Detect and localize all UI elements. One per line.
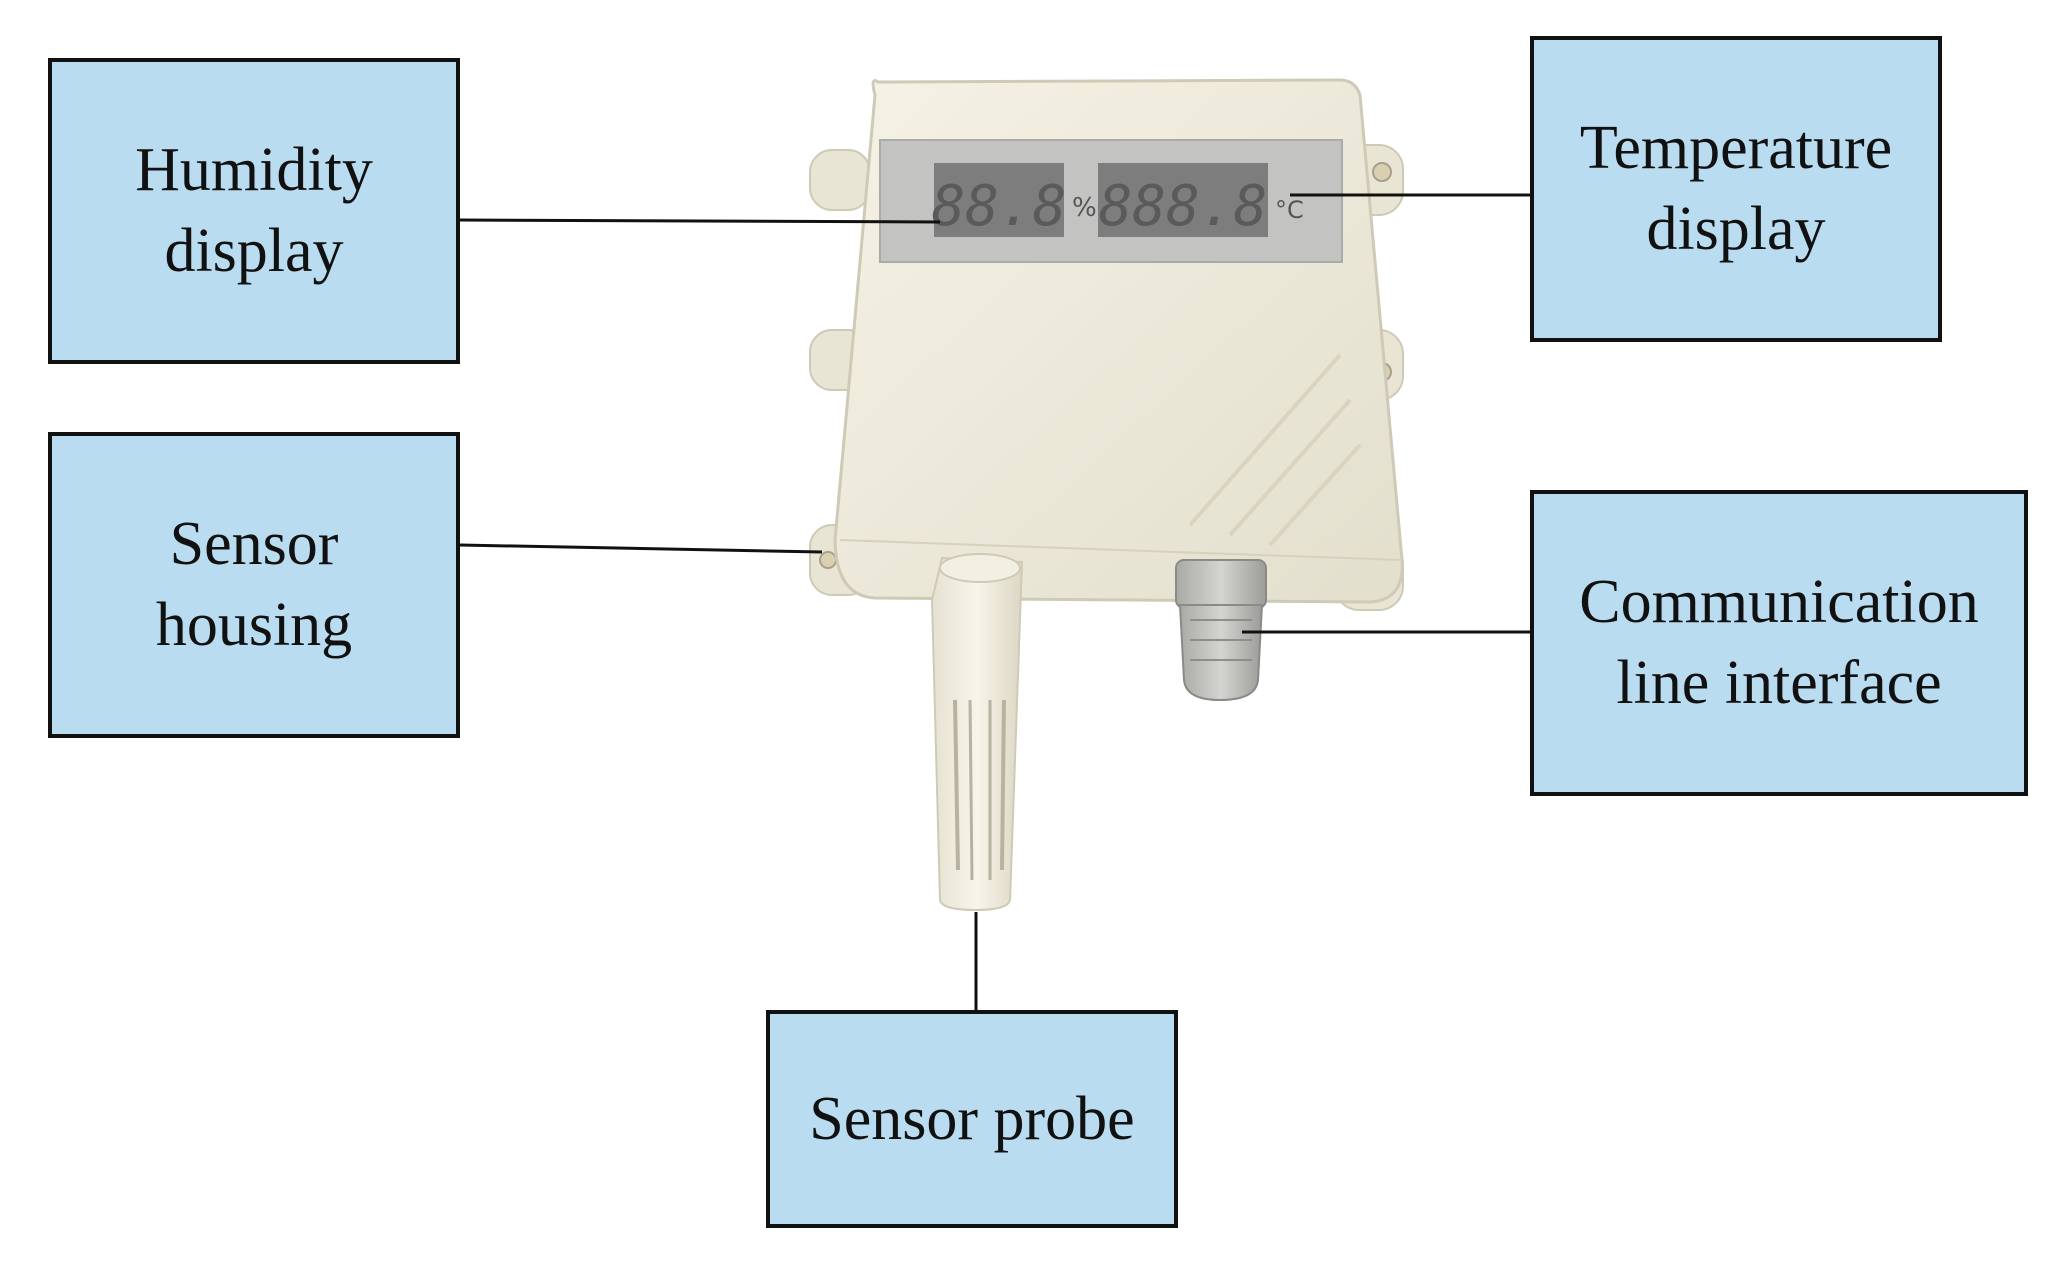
communication-label-line-1: Communication <box>1579 568 1979 637</box>
housing-ribs <box>1188 353 1362 547</box>
sensor-probe-label: Sensor probe <box>766 1010 1178 1228</box>
temperature-readout: 888.8 <box>1099 174 1268 239</box>
sensor-housing-label-line-1: Sensor <box>169 510 339 579</box>
humidity-unit: % <box>1072 193 1097 223</box>
sensor-housing-label: Sensor housing <box>48 432 460 738</box>
sensor-probe-body <box>930 553 1024 912</box>
humidity-display-label: Humidity display <box>48 58 460 364</box>
temperature-display-label-line-1: Temperature <box>1579 114 1893 183</box>
humidity-readout: 88.8 <box>932 174 1067 239</box>
communication-gland <box>1175 559 1267 702</box>
humidity-display-window <box>934 163 1064 237</box>
sensor-probe-label-line-1: Sensor probe <box>809 1084 1135 1153</box>
temperature-display-label: Temperature display <box>1530 36 1942 342</box>
humidity-display-label-line-2: display <box>164 217 344 285</box>
temperature-unit: °C <box>1275 196 1304 224</box>
leader-lines <box>459 193 1530 1010</box>
temperature-display-window <box>1098 163 1268 237</box>
leader-housing <box>459 543 823 554</box>
leader-humidity <box>459 218 941 224</box>
humidity-display-label-line-1: Humidity <box>135 136 373 205</box>
sensor-housing-label-line-2: housing <box>155 591 353 659</box>
communication-line-interface-label: Communication line interface <box>1530 490 2028 796</box>
communication-label-line-2: line interface <box>1616 649 1942 717</box>
temperature-display-label-line-2: display <box>1646 195 1826 263</box>
